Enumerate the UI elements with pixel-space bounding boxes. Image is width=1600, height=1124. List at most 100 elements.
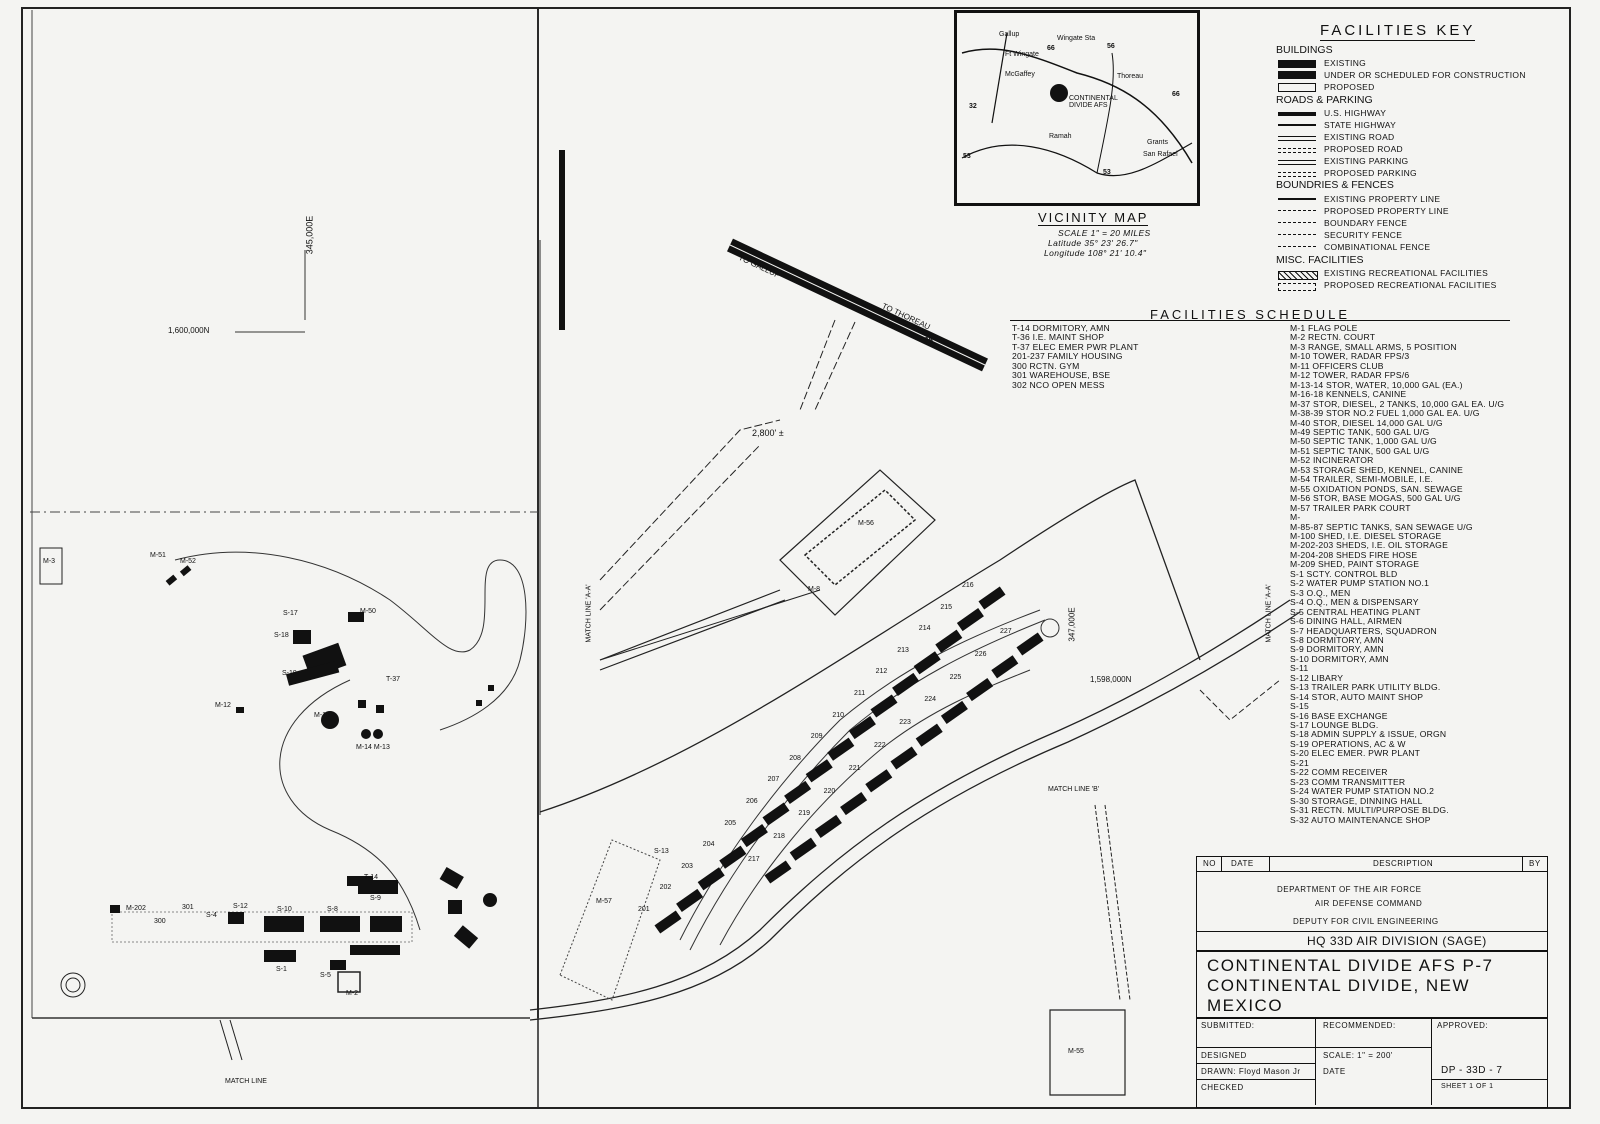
- key-rec-existing: EXISTING RECREATIONAL FACILITIES: [1324, 268, 1489, 278]
- label-match-line-b-left: MATCH LINE: [225, 1078, 267, 1085]
- building-blocks: [110, 565, 497, 970]
- tb-deputy: DEPUTY FOR CIVIL ENGINEERING: [1293, 917, 1439, 926]
- vicinity-map-scale: SCALE 1" = 20 MILES: [1058, 228, 1151, 238]
- label-m51: M-51: [150, 552, 166, 559]
- schedule-item: S-15: [1290, 701, 1309, 712]
- house-number: 205: [724, 819, 737, 827]
- house-number: 210: [832, 711, 845, 719]
- family-housing-unit: [719, 845, 747, 869]
- key-construction-building: UNDER OR SCHEDULED FOR CONSTRUCTION: [1324, 70, 1526, 80]
- label-match-line-aa-left: MATCH LINE 'A-A': [585, 584, 593, 643]
- house-number: 212: [875, 668, 888, 676]
- vm-place-gallup: Gallup: [999, 31, 1020, 38]
- family-housing-blocks: [654, 586, 1044, 934]
- title-block: NO DATE DESCRIPTION BY DEPARTMENT OF THE…: [1196, 856, 1548, 1108]
- house-number: 209: [810, 733, 823, 741]
- key-buildings-heading: BUILDINGS: [1276, 44, 1333, 56]
- house-number: 218: [773, 833, 785, 841]
- road-label-0: U.S. HIGHWAY: [1324, 108, 1387, 118]
- house-number: 223: [899, 719, 911, 727]
- label-s19: S-19: [282, 670, 297, 677]
- schedule-item: S-13 TRAILER PARK UTILITY BLDG.: [1290, 682, 1441, 693]
- house-number: 225: [949, 673, 962, 681]
- key-rec-existing-swatch: [1278, 271, 1318, 280]
- vicinity-map-title: VICINITY MAP: [1038, 210, 1149, 226]
- tb-description: DESCRIPTION: [1373, 859, 1434, 868]
- schedule-item: T-37 ELEC EMER PWR PLANT: [1012, 341, 1139, 352]
- family-housing-unit: [764, 860, 792, 884]
- schedule-item: S-19 OPERATIONS, AC & W: [1290, 738, 1406, 749]
- label-m55: M-55: [1068, 1048, 1084, 1055]
- boundary-swatch-4: [1278, 246, 1316, 247]
- house-number: 221: [848, 764, 861, 772]
- schedule-item: M-2 RECTN. COURT: [1290, 332, 1376, 343]
- family-housing-unit: [890, 746, 918, 770]
- boundary-swatch-2: [1278, 222, 1316, 223]
- tb-drawn: DRAWN: Floyd Mason Jr: [1201, 1067, 1301, 1076]
- label-s17: S-17: [283, 610, 298, 617]
- house-number: 216: [962, 582, 974, 589]
- schedule-item: 302 NCO OPEN MESS: [1012, 379, 1105, 390]
- family-housing-unit: [956, 608, 984, 632]
- house-number: 208: [789, 754, 801, 762]
- schedule-item: M-: [1290, 512, 1301, 523]
- label-m50: M-50: [360, 608, 376, 615]
- house-number: 227: [1000, 628, 1012, 635]
- schedule-item: M-51 SEPTIC TANK, 500 GAL U/G: [1290, 445, 1430, 456]
- label-m57: M-57: [596, 898, 612, 905]
- label-match-line-b-right: MATCH LINE 'B': [1048, 786, 1100, 793]
- schedule-item: M-3 RANGE, SMALL ARMS, 5 POSITION: [1290, 341, 1457, 352]
- schedule-item: M-37 STOR, DIESEL, 2 TANKS, 10,000 GAL E…: [1290, 398, 1505, 409]
- house-number: 207: [767, 776, 780, 784]
- schedule-item: M-49 SEPTIC TANK, 500 GAL U/G: [1290, 426, 1430, 437]
- family-housing-unit: [789, 837, 817, 861]
- label-s1: S-1: [276, 966, 287, 973]
- schedule-item: S-1 SCTY. CONTROL BLD: [1290, 568, 1398, 579]
- boundary-label-1: PROPOSED PROPERTY LINE: [1324, 206, 1449, 216]
- label-match-line-aa-right: MATCH LINE 'A-A': [1265, 584, 1273, 643]
- vm-route-32: 32: [969, 103, 977, 110]
- vm-route-53-b: 53: [1103, 169, 1111, 176]
- vm-place-mcgaffey: McGaffey: [1005, 71, 1035, 78]
- schedule-item: S-8 DORMITORY, AMN: [1290, 634, 1384, 645]
- tb-designed: DESIGNED: [1201, 1051, 1247, 1060]
- family-housing-unit: [870, 694, 898, 718]
- tb-date: DATE: [1231, 859, 1254, 868]
- tb-division: HQ 33D AIR DIVISION (SAGE): [1307, 934, 1487, 948]
- key-rec-proposed-swatch: [1278, 283, 1316, 291]
- vm-route-66-b: 66: [1172, 91, 1180, 98]
- family-housing-unit: [762, 802, 790, 826]
- tb-title-line-2: CONTINENTAL DIVIDE, NEW MEXICO: [1207, 976, 1471, 1015]
- vm-place-thoreau: Thoreau: [1117, 73, 1144, 80]
- road-swatch-2: [1278, 136, 1316, 141]
- road-label-1: STATE HIGHWAY: [1324, 120, 1397, 130]
- label-m12: M-12: [215, 702, 231, 709]
- schedule-item: M-204-208 SHEDS FIRE HOSE: [1290, 549, 1418, 560]
- label-s13: S-13: [654, 848, 669, 855]
- schedule-item: M-38-39 STOR NO.2 FUEL 1,000 GAL EA. U/G: [1290, 408, 1480, 419]
- boundary-swatch-3: [1278, 234, 1316, 235]
- schedule-item: M-57 TRAILER PARK COURT: [1290, 502, 1411, 513]
- house-number: 215: [940, 603, 953, 611]
- house-number: 219: [798, 810, 811, 818]
- schedule-item: M-12 TOWER, RADAR FPS/6: [1290, 370, 1410, 381]
- road-label-2: EXISTING ROAD: [1324, 132, 1395, 142]
- road-swatch-0: [1278, 112, 1316, 116]
- family-housing-unit: [805, 759, 833, 783]
- schedule-item: M-100 SHED, I.E. DIESEL STORAGE: [1290, 530, 1442, 541]
- vm-place-afs: CONTINENTAL DIVIDE AFS: [1069, 95, 1118, 109]
- road-swatch-3: [1278, 148, 1316, 153]
- label-s4: S-4: [206, 912, 217, 919]
- vicinity-map-roads: [961, 32, 1193, 177]
- family-housing-unit: [966, 678, 994, 702]
- house-number: 217: [748, 856, 760, 863]
- family-housing-unit: [676, 888, 704, 912]
- schedule-rule: [1010, 320, 1510, 321]
- key-existing-building: EXISTING: [1324, 58, 1367, 68]
- schedule-item: T-36 I.E. MAINT SHOP: [1012, 332, 1105, 343]
- family-housing-unit: [697, 867, 725, 891]
- vm-place-grants: Grants: [1147, 139, 1169, 146]
- label-m10: M-10: [314, 712, 330, 719]
- boundary-label-3: SECURITY FENCE: [1324, 230, 1403, 240]
